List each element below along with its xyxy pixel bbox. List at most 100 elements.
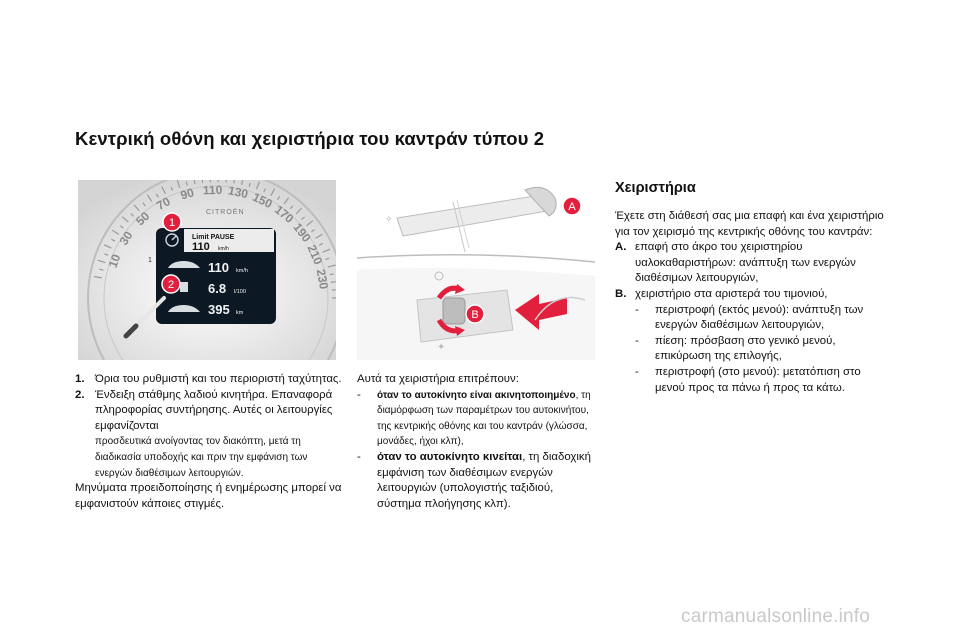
controls-purpose-column: Αυτά τα χειριστήρια επιτρέπουν: - όταν τ… xyxy=(357,372,599,512)
scale-tick xyxy=(201,180,204,183)
purpose-bold: όταν το αυτοκίνητο κινείται xyxy=(377,450,523,463)
legend-small-text: προσδευτικά ανοίγοντας τον διακόπτη, μετ… xyxy=(95,436,308,479)
range-value: 395 xyxy=(208,302,230,317)
control-sub-item: - πίεση: πρόσβαση στο γενικό μενού, επικ… xyxy=(635,334,836,363)
scale-tick xyxy=(310,229,315,233)
scale-tick xyxy=(133,204,140,212)
control-sub-item: - περιστροφή (εκτός μενού): ανάπτυξη των… xyxy=(635,303,864,332)
controls-intro: Έχετε στη διάθεσή σας μια επαφή και ένα … xyxy=(615,210,884,238)
controls-section-title: Χειριστήρια xyxy=(615,180,696,196)
scale-tick xyxy=(263,188,266,193)
purpose-item-moving: - όταν το αυτοκίνητο κινείται, τη διαδοχ… xyxy=(357,450,591,510)
legend-column: 1. Όρια του ρυθμιστή και του περιοριστή … xyxy=(75,372,345,512)
svg-text:✦: ✦ xyxy=(437,342,445,353)
car-icon xyxy=(168,261,200,268)
svg-text:2: 2 xyxy=(168,279,174,291)
scale-tick xyxy=(241,180,244,186)
controls-column: Έχετε στη διάθεσή σας μια επαφή και ένα … xyxy=(615,209,890,396)
legend-text: Όρια του ρυθμιστή και του περιοριστή ταχ… xyxy=(95,373,342,385)
scale-tick xyxy=(319,242,324,246)
control-text: χειριστήριο στα αριστερά του τιμονιού, xyxy=(635,287,828,300)
scale-tick xyxy=(325,257,330,261)
scale-tick xyxy=(103,244,112,249)
scale-tick xyxy=(176,180,181,188)
fuel-pump-icon xyxy=(180,282,188,292)
speed-value: 110 xyxy=(208,260,229,275)
svg-text:1: 1 xyxy=(169,217,175,229)
legend-number: 1. xyxy=(75,373,85,385)
scale-tick xyxy=(315,233,323,239)
scale-tick xyxy=(193,180,196,185)
marker-b xyxy=(465,304,485,324)
control-text: επαφή στο άκρο του χειριστηρίου υαλοκαθα… xyxy=(635,241,856,285)
scale-tick xyxy=(121,216,129,223)
scale-tick xyxy=(295,207,303,215)
stalks-illustration: ✧ ✦ A B xyxy=(357,180,595,360)
range-unit: km xyxy=(236,310,244,316)
warning-note: Μηνύματα προειδοποίησης ή ενημέρωσης μπο… xyxy=(75,482,342,510)
legend-item-1: 1. Όρια του ρυθμιστή και του περιοριστή … xyxy=(75,372,345,388)
limit-unit: km/h xyxy=(218,246,229,252)
page-title: Κεντρική οθόνη και χειριστήρια του καντρ… xyxy=(75,128,545,149)
scale-tick xyxy=(119,225,124,229)
scale-tick xyxy=(327,264,336,268)
thumbwheel xyxy=(442,297,466,325)
purpose-intro: Αυτά τα χειριστήρια επιτρέπουν: xyxy=(357,373,519,385)
marker-a xyxy=(562,196,582,216)
scale-tick xyxy=(99,268,104,271)
limit-label: Limit PAUSE xyxy=(192,234,235,241)
scale-label: 70 xyxy=(154,194,173,213)
brand-label: CITROËN xyxy=(206,208,245,216)
legend-text: Ένδειξη στάθμης λαδιού κινητήρα. Επαναφο… xyxy=(95,388,333,432)
svg-text:B: B xyxy=(471,309,478,321)
wiper-stalk-tip xyxy=(524,186,557,217)
svg-text:✧: ✧ xyxy=(385,214,393,224)
scale-tick xyxy=(93,275,102,279)
scale-tick xyxy=(111,238,116,242)
scale-tick xyxy=(270,188,276,197)
scale-tick xyxy=(289,205,294,210)
scale-tick xyxy=(185,181,188,186)
scale-tick xyxy=(233,180,236,184)
scale-tick xyxy=(276,195,281,201)
scale-tick xyxy=(306,220,314,227)
legend-number: 2. xyxy=(75,388,85,401)
control-item-a: A. επαφή στο άκρο του χειριστηρίου υαλοκ… xyxy=(615,240,890,287)
scale-tick xyxy=(301,216,305,221)
scale-tick xyxy=(97,259,106,264)
consumption-unit: l/100 xyxy=(234,289,246,295)
scale-tick xyxy=(329,273,334,276)
scale-tick xyxy=(225,180,227,183)
purpose-text: , τη διαδοχική εμφάνιση των διαθέσιμων ε… xyxy=(377,450,591,510)
scale-tick xyxy=(161,186,166,194)
purpose-item-stationary: - όταν το αυτοκίνητο είναι ακινητοποιημέ… xyxy=(357,388,591,448)
car-range-icon xyxy=(168,305,200,312)
scale-tick xyxy=(255,181,260,190)
scale-label: 230 xyxy=(314,268,331,290)
scale-tick xyxy=(146,194,153,202)
speedometer-icon xyxy=(165,233,179,247)
purpose-bold: όταν το αυτοκίνητο είναι ακινητοποιημένο xyxy=(377,389,576,401)
scale-tick xyxy=(322,248,331,253)
control-sub-item: - περιστροφή (στο μενού): μετατόπιση στο… xyxy=(635,365,861,394)
watermark: carmanualsonline.info xyxy=(681,606,871,627)
scale-label: 130 xyxy=(227,183,250,201)
marker-2 xyxy=(161,274,181,294)
consumption-value: 6.8 xyxy=(208,281,226,296)
scale-tick xyxy=(155,193,159,198)
scale-tick xyxy=(330,281,336,283)
purpose-text: , τη διαμόρφωση των παραμέτρων του αυτοκ… xyxy=(377,389,591,448)
scale-tick xyxy=(130,213,135,217)
steering-controls-figure: ✧ ✦ A B xyxy=(357,180,595,360)
scale-tick xyxy=(170,186,174,191)
scale-tick xyxy=(104,253,109,256)
limit-speed: 110 xyxy=(192,241,210,253)
scale-label: 10 xyxy=(106,252,124,270)
speed-unit: km/h xyxy=(236,268,248,274)
scale-tick xyxy=(283,197,290,205)
svg-text:A: A xyxy=(568,201,576,213)
svg-text:1: 1 xyxy=(148,257,152,264)
control-item-b: B. χειριστήριο στα αριστερά του τιμονιού… xyxy=(615,287,890,396)
scale-tick xyxy=(111,229,120,236)
